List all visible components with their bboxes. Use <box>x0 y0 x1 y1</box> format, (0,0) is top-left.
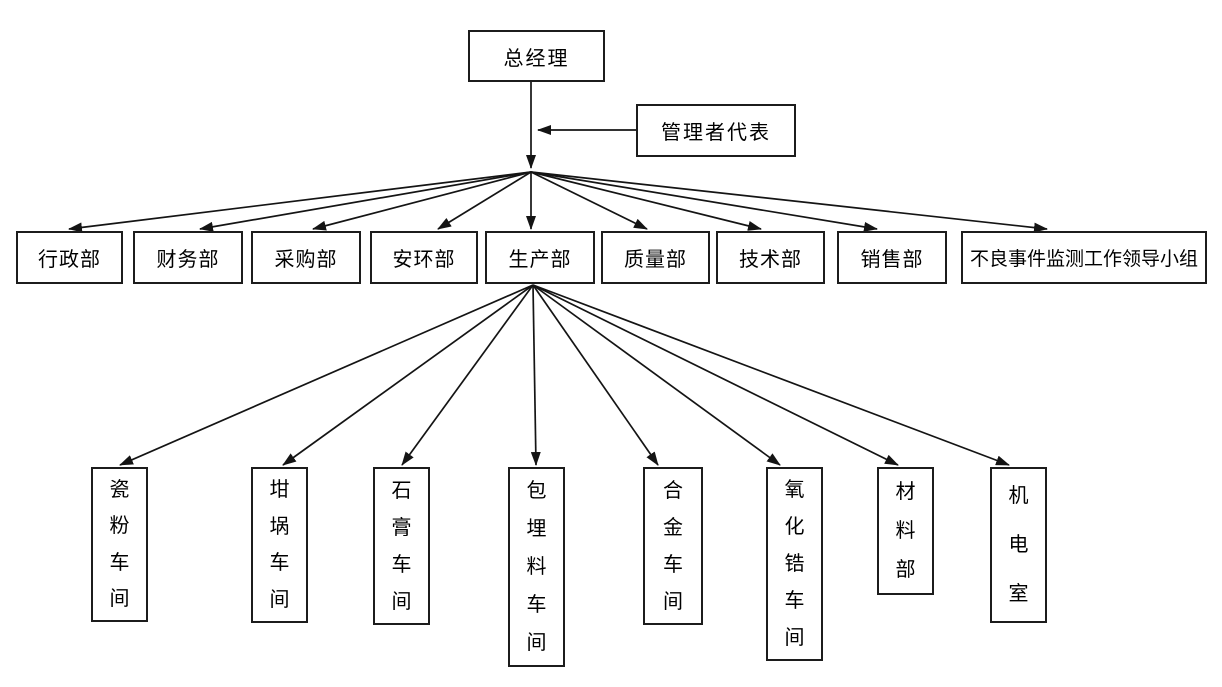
edge-prod-materials-dept <box>532 284 899 466</box>
edge-hub-administration <box>68 171 532 233</box>
edge-prod-porcelain-powder <box>119 284 534 466</box>
dept-box-purchasing: 采购部 <box>251 231 361 284</box>
workshop-box-gypsum: 石膏车间 <box>373 467 430 625</box>
workshop-box-materials-department: 材料部 <box>877 467 934 595</box>
workshop-box-porcelain-powder: 瓷粉车间 <box>91 467 148 622</box>
management-representative-box: 管理者代表 <box>636 104 796 157</box>
edge-prod-investment-material <box>530 284 541 466</box>
edge-prod-electromechanical <box>532 284 1010 466</box>
edge-hub-finance <box>199 171 532 232</box>
edge-hub-adverse-event-group <box>530 171 1048 233</box>
edge-prod-crucible <box>282 284 534 466</box>
dept-box-safety-environment: 安环部 <box>370 231 478 284</box>
workshop-box-investment-material: 包埋料车间 <box>508 467 565 667</box>
workshop-box-crucible: 坩埚车间 <box>251 467 308 623</box>
dept-box-finance: 财务部 <box>133 231 243 284</box>
workshop-box-electromechanical-room: 机电室 <box>990 467 1047 623</box>
edge-prod-zirconia <box>532 284 781 466</box>
edge-prod-gypsum <box>401 284 534 466</box>
dept-box-production: 生产部 <box>485 231 595 284</box>
workshop-box-zirconia: 氧化锆车间 <box>766 467 823 661</box>
edge-hub-technology <box>530 171 762 231</box>
dept-box-technology: 技术部 <box>716 231 825 284</box>
workshop-box-alloy: 合金车间 <box>643 467 703 625</box>
edge-hub-safety-environment <box>437 171 532 230</box>
general-manager-box: 总经理 <box>468 30 605 82</box>
edge-hub-sales <box>530 171 878 232</box>
dept-box-quality: 质量部 <box>601 231 710 284</box>
edge-hub-purchasing <box>312 171 532 231</box>
edge-prod-alloy <box>532 284 659 466</box>
dept-box-adverse-event-monitoring-leading-group: 不良事件监测工作领导小组 <box>961 231 1207 284</box>
dept-box-sales: 销售部 <box>837 231 947 284</box>
dept-box-administration: 行政部 <box>16 231 123 284</box>
edge-hub-quality <box>530 171 648 230</box>
